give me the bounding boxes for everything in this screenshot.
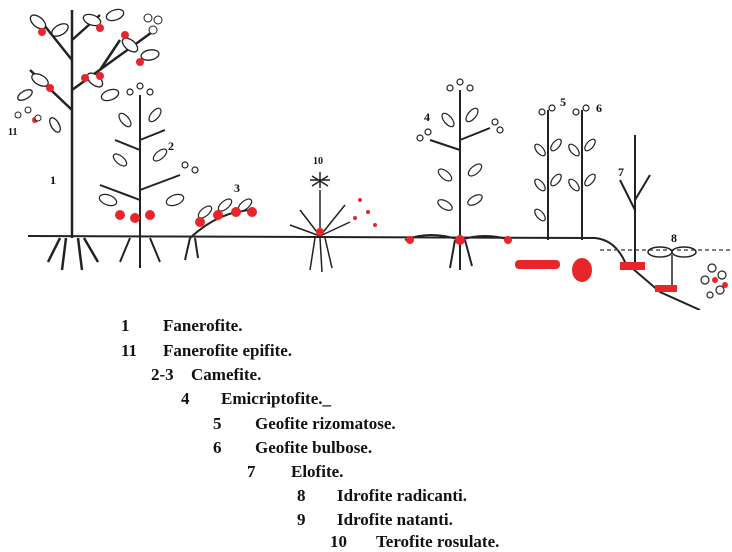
legend-number: 9	[297, 510, 337, 530]
plant-number-5: 5	[560, 95, 566, 110]
plant-number-7: 7	[618, 165, 624, 180]
legend-number: 1	[121, 316, 163, 336]
legend-row-6: 6Geofite bulbose.	[213, 438, 372, 458]
legend-row-5: 5Geofite rizomatose.	[213, 414, 396, 434]
legend-label: Idrofite natanti.	[337, 510, 453, 530]
legend-number: 6	[213, 438, 255, 458]
legend-number: 10	[330, 532, 376, 552]
plant-8	[648, 247, 696, 290]
life-forms-diagram: 1 11 2 3 10 4 5 6 7 8	[0, 0, 732, 310]
plant-number-3: 3	[234, 181, 240, 196]
legend-label: Camefite.	[191, 365, 261, 385]
plant-2-buds	[115, 210, 155, 223]
legend-number: 2-3	[151, 365, 191, 385]
legend-row-11: 11Fanerofite epifite.	[121, 341, 292, 361]
legend-label: Terofite rosulate.	[376, 532, 499, 552]
legend-number: 11	[121, 341, 163, 361]
legend-row-2-3: 2-3Camefite.	[151, 365, 261, 385]
plant-number-2: 2	[168, 139, 174, 154]
legend-number: 7	[247, 462, 291, 482]
legend-number: 8	[297, 486, 337, 506]
rhizome-5	[515, 260, 560, 269]
plant-2	[100, 95, 180, 268]
rhizome-7	[620, 262, 645, 270]
legend-label: Geofite bulbose.	[255, 438, 372, 458]
legend-row-9: 9Idrofite natanti.	[297, 510, 453, 530]
rhizome-8	[655, 285, 677, 292]
plant-number-8: 8	[671, 231, 677, 246]
legend-label: Emicriptofite._	[221, 389, 331, 409]
legend-row-4: 4Emicriptofite._	[181, 389, 331, 409]
plant-10-rosette	[290, 172, 350, 272]
plant-7	[620, 135, 650, 265]
plant-3-leaves	[196, 197, 253, 220]
legend-label: Elofite.	[291, 462, 343, 482]
legend-row-1: 1Fanerofite.	[121, 316, 242, 336]
ground-line	[28, 236, 700, 310]
legend-label: Fanerofite.	[163, 316, 242, 336]
legend-number: 5	[213, 414, 255, 434]
bulb-6	[572, 258, 592, 282]
legend-row-10: 10Terofite rosulate.	[330, 532, 499, 552]
plant-number-4: 4	[424, 110, 430, 125]
legend-row-8: 8Idrofite radicanti.	[297, 486, 467, 506]
plant-number-11: 11	[8, 127, 17, 138]
legend-row-7: 7Elofite.	[247, 462, 343, 482]
legend-number: 4	[181, 389, 221, 409]
plant-number-1: 1	[50, 173, 56, 188]
legend-label: Geofite rizomatose.	[255, 414, 396, 434]
legend-label: Idrofite radicanti.	[337, 486, 467, 506]
legend-label: Fanerofite epifite.	[163, 341, 292, 361]
plant-number-10: 10	[313, 156, 323, 167]
plant-number-6: 6	[596, 101, 602, 116]
diagram-drawing	[0, 0, 732, 310]
